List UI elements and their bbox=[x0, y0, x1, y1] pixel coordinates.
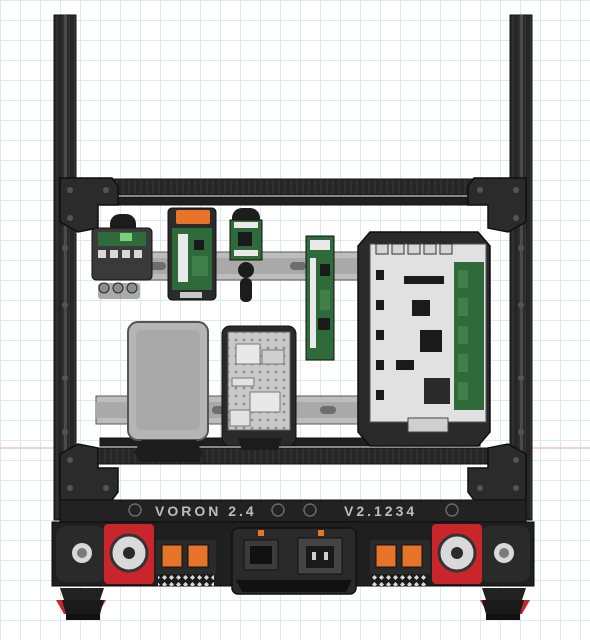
left-panel-connectors bbox=[156, 540, 216, 586]
module-vertical-board[interactable] bbox=[305, 235, 335, 361]
right-extrusion-groove bbox=[520, 15, 523, 520]
upper-crossbar bbox=[99, 196, 481, 206]
module-small-board[interactable] bbox=[229, 208, 263, 302]
corner-bracket-top-left bbox=[59, 177, 119, 233]
module-mcu-board[interactable] bbox=[167, 207, 217, 301]
skirt-label-right: V2.1234 bbox=[344, 503, 417, 519]
upright-bolts bbox=[62, 245, 524, 435]
skirt-label-left: VORON 2.4 bbox=[155, 503, 257, 519]
power-inlet-panel[interactable] bbox=[231, 527, 357, 595]
left-extrusion-groove bbox=[64, 15, 67, 520]
module-terminal-board[interactable] bbox=[91, 214, 153, 299]
corner-bracket-top-right bbox=[467, 177, 527, 233]
raspberry-pi-module[interactable] bbox=[221, 325, 297, 450]
right-foot bbox=[482, 600, 524, 620]
corner-bracket-bottom-right bbox=[467, 443, 527, 501]
gray-power-module[interactable] bbox=[127, 321, 209, 462]
top-frame-extrusion bbox=[75, 178, 511, 196]
right-panel-connectors bbox=[370, 540, 430, 586]
main-controller-board[interactable] bbox=[357, 231, 491, 447]
skirt-panel: VORON 2.4 V2.1234 bbox=[59, 499, 527, 523]
corner-bracket-bottom-left bbox=[59, 443, 119, 501]
left-foot bbox=[62, 600, 104, 620]
